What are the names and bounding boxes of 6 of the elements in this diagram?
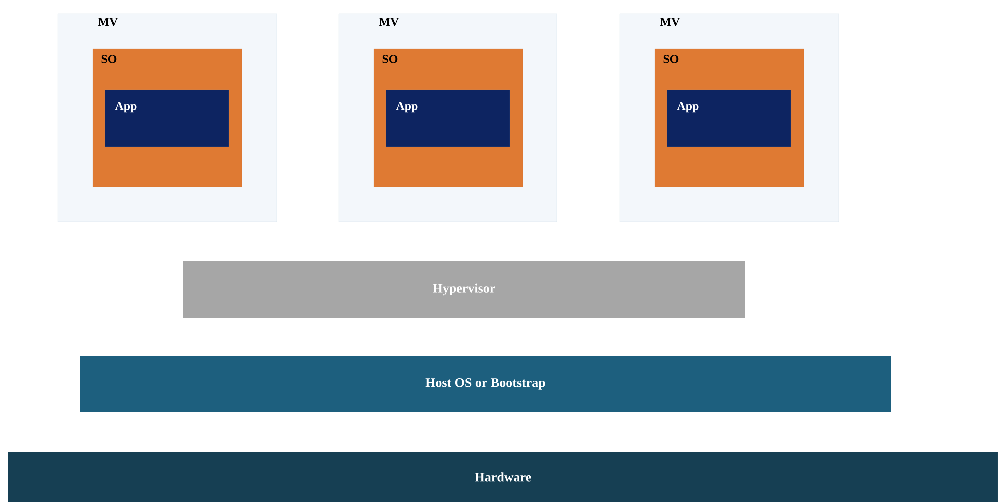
- hardware-layer: Hardware: [8, 452, 998, 502]
- host-os-layer: Host OS or Bootstrap: [80, 356, 892, 412]
- hypervisor-layer: Hypervisor: [183, 261, 746, 318]
- app-box: App: [105, 90, 230, 148]
- app-box: App: [386, 90, 510, 148]
- app-box: App: [667, 90, 792, 148]
